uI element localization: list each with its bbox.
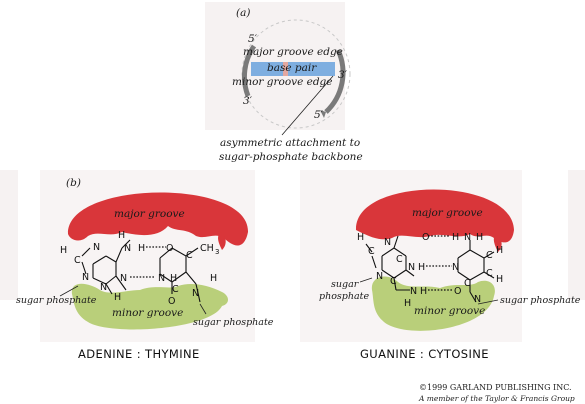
gc-pair: major groove minor groove H C N N O H N … (319, 189, 581, 361)
at-atom: N (192, 288, 199, 299)
strand-5prime-bottom: 5′ (314, 109, 324, 121)
gc-sugar-phosphate-left-1: sugar (331, 279, 360, 290)
gc-atom: N (452, 262, 459, 273)
at-sugar-phosphate-right: sugar phosphate (193, 317, 274, 328)
at-minor-groove-blob (71, 283, 228, 330)
at-minor-groove-label: minor groove (112, 307, 183, 319)
at-sugar-right-leader (199, 303, 207, 315)
at-pair: major groove minor groove H C N N N H H … (16, 192, 274, 361)
at-atom: C (172, 284, 179, 295)
attachment-pointer (281, 75, 334, 136)
panel-b-wash-left (0, 170, 18, 300)
gc-sugar-right-leader (477, 299, 499, 305)
gc-major-groove-tail (493, 234, 502, 252)
at-atom: N (93, 242, 100, 253)
at-major-groove-label: major groove (114, 208, 185, 220)
strand-3prime-left: 3′ (243, 95, 253, 107)
major-groove-edge-label: major groove edge (243, 46, 343, 58)
gc-atom: H (496, 274, 503, 285)
gc-atom: H (420, 286, 427, 297)
gc-sugar-left-leader (359, 277, 373, 283)
gc-atom: H (357, 232, 364, 243)
gc-atom: N (464, 232, 471, 243)
gc-sugar-phosphate-left-2: phosphate (319, 291, 369, 302)
minor-groove-edge-label: minor groove edge (232, 76, 333, 88)
gc-major-groove-label: major groove (412, 207, 483, 219)
gc-minor-groove-label: minor groove (414, 305, 485, 317)
gc-atom: N (384, 237, 391, 248)
at-atom: N (158, 273, 165, 284)
gc-atom: C (368, 246, 375, 257)
gc-atom: H (452, 232, 459, 243)
caption-line-2: sugar-phosphate backbone (219, 151, 363, 163)
gc-sugar-phosphate-right: sugar phosphate (500, 295, 581, 306)
at-atom: H (118, 230, 125, 241)
gc-title: GUANINE : CYTOSINE (360, 347, 489, 361)
at-major-groove-blob (67, 192, 249, 246)
gc-atom: C (486, 268, 493, 279)
at-title: ADENINE : THYMINE (78, 347, 200, 361)
at-atom: H (138, 243, 145, 254)
gc-atom: C (464, 278, 471, 289)
gc-atom: H (418, 262, 425, 273)
at-atom: N (120, 273, 127, 284)
gc-atom: H (476, 232, 483, 243)
backbone-arrowhead (320, 110, 326, 118)
panel-b-wash-right (568, 170, 585, 300)
panel-a: (a) 5′ major groove edge base pair minor… (205, 2, 363, 163)
gc-guanine-bonds (365, 235, 415, 291)
gc-atom: N (376, 271, 383, 282)
strand-3prime-right: 3′ (338, 69, 348, 81)
caption-line-1: asymmetric attachment to (220, 137, 360, 149)
credit-line-2: A member of the Taylor & Francis Group (418, 394, 575, 403)
gc-atom: O (454, 286, 461, 297)
base-pair-bar (251, 62, 335, 76)
at-atom: H (210, 273, 217, 284)
at-atom: H (60, 245, 67, 256)
gc-atom: N (408, 262, 415, 273)
at-atom: N (124, 243, 131, 254)
at-atom: H (114, 292, 121, 303)
at-atom: O (166, 243, 173, 254)
gc-atom: C (390, 276, 397, 287)
gc-atom: C (396, 254, 403, 265)
gc-atom: N (474, 294, 481, 305)
at-atom: 3 (215, 248, 219, 256)
at-major-groove-tail (218, 232, 226, 250)
at-atom: N (100, 282, 107, 293)
backbone-left-arc (241, 44, 257, 97)
gc-major-groove-blob (355, 189, 514, 243)
panel-b-label: (b) (66, 177, 81, 189)
at-sugar-left-leader (59, 285, 79, 297)
at-atom: N (82, 272, 89, 283)
at-adenine-bonds (81, 239, 131, 295)
gc-atom: N (410, 286, 417, 297)
gc-atom: H (496, 245, 503, 256)
at-atom: C (74, 255, 81, 266)
gc-cytosine-bonds (457, 240, 495, 303)
at-sugar-phosphate-left: sugar phosphate (16, 295, 97, 306)
gc-atom: O (422, 232, 429, 243)
credit-line-1: ©1999 GARLAND PUBLISHING INC. (419, 383, 572, 392)
base-pair-label: base pair (267, 62, 317, 74)
gc-atom: H (404, 298, 411, 309)
at-atom: O (168, 296, 175, 307)
backbone-right-arc (324, 48, 346, 114)
strand-5prime-top: 5′ (248, 33, 258, 45)
base-pair-center (283, 62, 288, 76)
gc-atom: C (486, 250, 493, 261)
panel-a-label: (a) (236, 7, 250, 19)
at-atom: CH (200, 243, 214, 254)
at-atom: C (186, 250, 193, 261)
at-thymine-bonds (159, 247, 201, 303)
at-atom: H (170, 273, 177, 284)
